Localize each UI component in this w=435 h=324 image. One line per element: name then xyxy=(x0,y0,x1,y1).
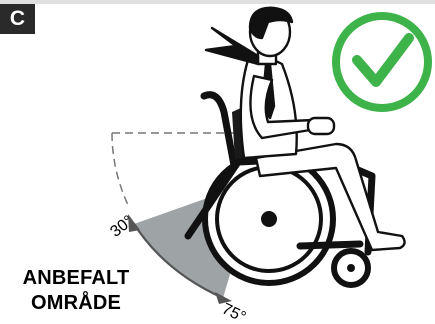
angle-label-75: 75° xyxy=(219,300,248,324)
recommended-zone-label: ANBEFALT OMRÅDE xyxy=(8,266,144,316)
front-caster xyxy=(334,251,368,285)
checkmark-circle-icon xyxy=(336,16,428,108)
zone-label-line-2: OMRÅDE xyxy=(8,291,144,316)
angle-label-30: 30° xyxy=(107,213,137,241)
zone-label-line-1: ANBEFALT xyxy=(8,266,144,291)
